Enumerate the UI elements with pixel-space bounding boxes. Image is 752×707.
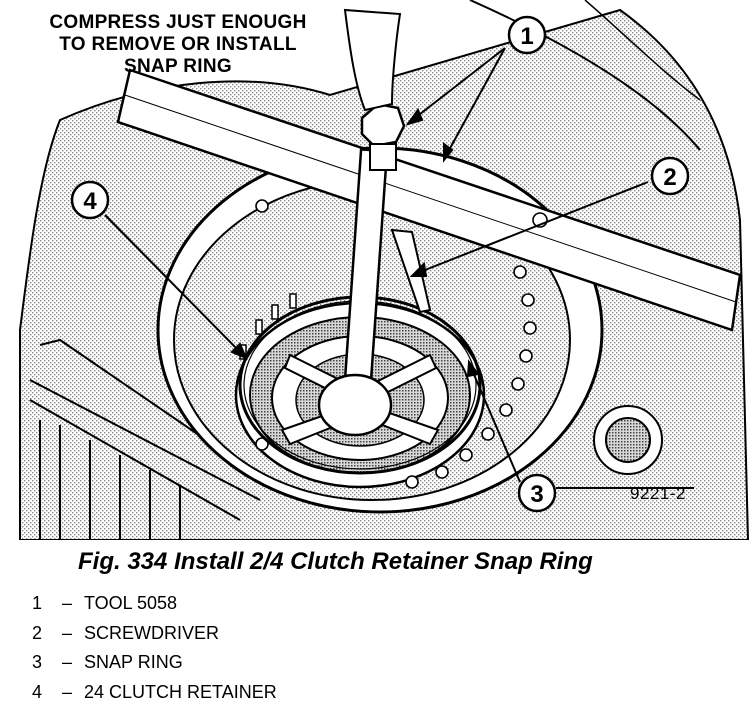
callout-3-label: 3 xyxy=(530,481,543,508)
case-port xyxy=(594,406,662,474)
callout-1-label: 1 xyxy=(520,23,533,50)
legend-label: TOOL 5058 xyxy=(84,593,177,613)
figure-caption: Fig. 334 Install 2/4 Clutch Retainer Sna… xyxy=(78,548,593,576)
legend-label: 24 CLUTCH RETAINER xyxy=(84,682,277,702)
legend-item: 3–SNAP RING xyxy=(32,648,277,678)
legend-item: 4–24 CLUTCH RETAINER xyxy=(32,678,277,707)
note-line-3: SNAP RING xyxy=(8,56,348,78)
legend-item: 2–SCREWDRIVER xyxy=(32,619,277,649)
note-line-1: COMPRESS JUST ENOUGH xyxy=(8,12,348,34)
parts-legend: 1–TOOL 5058 2–SCREWDRIVER 3–SNAP RING 4–… xyxy=(32,589,277,707)
legend-dash: – xyxy=(50,589,84,619)
note-line-2: TO REMOVE OR INSTALL xyxy=(8,34,348,56)
legend-label: SNAP RING xyxy=(84,652,183,672)
callout-2: 2 xyxy=(652,158,688,194)
legend-number: 2 xyxy=(32,619,50,649)
legend-number: 3 xyxy=(32,648,50,678)
legend-item: 1–TOOL 5058 xyxy=(32,589,277,619)
figure-number: 9221-2 xyxy=(630,484,686,504)
legend-dash: – xyxy=(50,619,84,649)
callout-3: 3 xyxy=(519,475,555,511)
legend-number: 1 xyxy=(32,589,50,619)
callout-4-label: 4 xyxy=(83,188,97,215)
legend-number: 4 xyxy=(32,678,50,707)
legend-dash: – xyxy=(50,648,84,678)
legend-dash: – xyxy=(50,678,84,707)
compress-note: COMPRESS JUST ENOUGH TO REMOVE OR INSTAL… xyxy=(8,12,348,78)
callout-4: 4 xyxy=(72,182,108,218)
snap-ring-illustration: 1 2 3 4 xyxy=(0,0,752,540)
callout-1: 1 xyxy=(509,17,545,53)
callout-2-label: 2 xyxy=(663,164,676,191)
legend-label: SCREWDRIVER xyxy=(84,623,219,643)
